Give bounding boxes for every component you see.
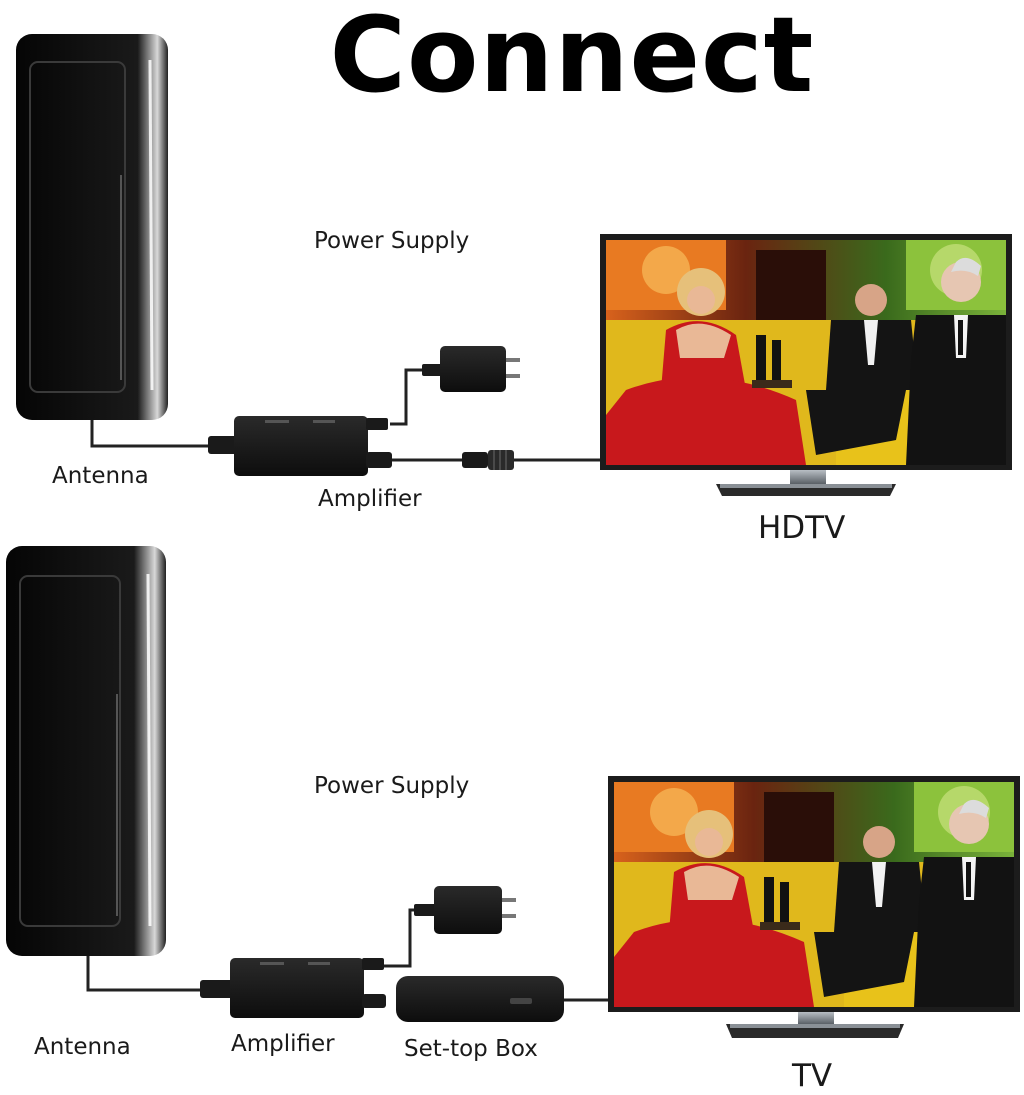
amplifier-box bbox=[208, 416, 392, 476]
power-cable bbox=[390, 368, 430, 426]
antenna-panel-2 bbox=[6, 546, 166, 956]
set-top-box bbox=[396, 976, 564, 1022]
power-supply-label-2: Power Supply bbox=[314, 773, 470, 799]
amplifier-label: Amplifier bbox=[318, 486, 422, 512]
hdtv-screen bbox=[606, 240, 1006, 465]
tv bbox=[608, 776, 1020, 1038]
tv-label: TV bbox=[792, 1058, 833, 1094]
page-title: Connect bbox=[329, 0, 815, 116]
power-supply-label: Power Supply bbox=[314, 228, 470, 254]
hdtv-label: HDTV bbox=[758, 510, 846, 546]
antenna-cable-2 bbox=[86, 954, 206, 992]
power-supply-adapter bbox=[422, 346, 520, 392]
amplifier-box-2 bbox=[200, 958, 386, 1018]
antenna-label-2: Antenna bbox=[34, 1034, 131, 1060]
coax-connector bbox=[462, 450, 514, 470]
set-top-box-label: Set-top Box bbox=[404, 1036, 538, 1062]
hdtv bbox=[600, 234, 1012, 496]
antenna-cable bbox=[90, 418, 212, 448]
tv-screen bbox=[614, 782, 1014, 1007]
power-supply-adapter-2 bbox=[414, 886, 516, 934]
antenna-label: Antenna bbox=[52, 463, 149, 489]
amplifier-label-2: Amplifier bbox=[231, 1031, 335, 1057]
antenna-panel bbox=[16, 34, 168, 420]
power-cable-2 bbox=[382, 908, 420, 968]
